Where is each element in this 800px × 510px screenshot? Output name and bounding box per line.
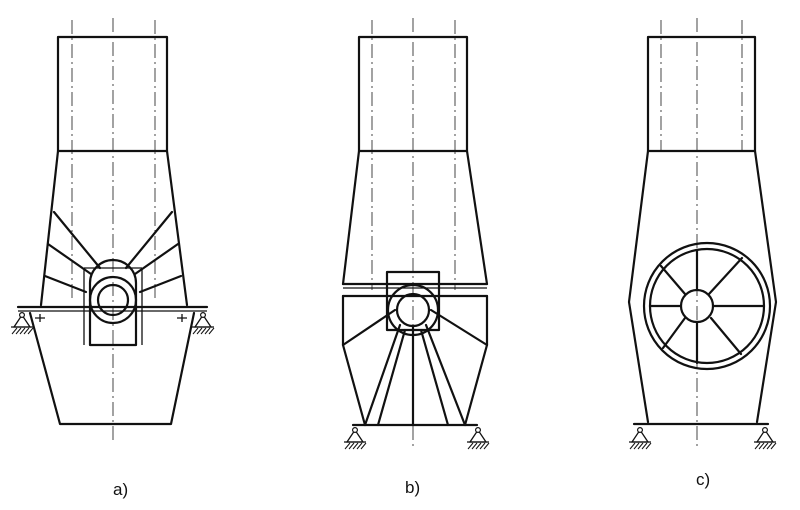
label-b: b) [405,478,421,497]
label-a: a) [113,480,129,499]
figure-a [10,18,215,440]
figure-c [627,18,778,450]
label-c: c) [696,470,711,489]
figure-b [341,18,490,450]
